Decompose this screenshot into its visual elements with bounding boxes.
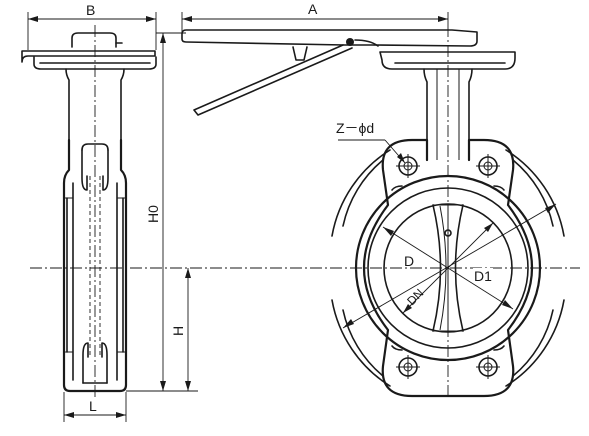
bolt-hole-top-left — [396, 154, 420, 178]
front-view: A — [181, 1, 565, 398]
side-stem-top — [81, 149, 109, 191]
label-D1: D1 — [474, 268, 492, 284]
side-top-flange — [33, 56, 157, 70]
dimension-H0: H0 — [126, 32, 198, 392]
lever-handle — [181, 29, 478, 47]
label-H: H — [170, 326, 186, 336]
label-L: L — [89, 398, 97, 414]
dimension-L: L — [63, 392, 127, 422]
side-view: B L H0 H — [21, 2, 198, 422]
lever-latch — [292, 46, 308, 61]
seat-outer-circle — [367, 187, 529, 349]
label-A: A — [308, 1, 318, 17]
dimension-Z-phi-d: Z－ϕd — [336, 120, 406, 164]
side-neck — [65, 68, 125, 141]
flange-arc-upper-left — [331, 149, 391, 237]
front-top-flange — [379, 51, 516, 70]
body-face-circle — [354, 174, 542, 362]
side-stem-bottom — [82, 342, 108, 384]
dimension-H: H — [170, 268, 191, 391]
flange-arc-lower-left — [331, 299, 391, 387]
lever-arm — [193, 44, 353, 116]
bolt-hole-top-right — [476, 154, 500, 178]
side-body-outline — [62, 138, 128, 393]
side-stem-cap — [71, 32, 117, 48]
front-neck — [423, 68, 473, 161]
label-H0: H0 — [145, 205, 161, 223]
label-DN: DN — [404, 286, 426, 308]
dimension-B: B — [27, 2, 157, 50]
lever-pivot — [346, 38, 354, 46]
bolt-hole-bottom-left — [396, 355, 420, 379]
label-Z-phi-d: Z－ϕd — [336, 120, 374, 136]
front-body-outline — [363, 138, 533, 398]
label-D: D — [404, 253, 414, 269]
label-B: B — [86, 2, 95, 18]
bolt-hole-bottom-right — [476, 355, 500, 379]
flange-arc-lower-right — [505, 299, 565, 387]
valve-disc — [432, 204, 464, 332]
flange-arc-upper-right — [505, 149, 565, 237]
dimension-A: A — [181, 1, 449, 36]
side-handle — [21, 50, 156, 63]
